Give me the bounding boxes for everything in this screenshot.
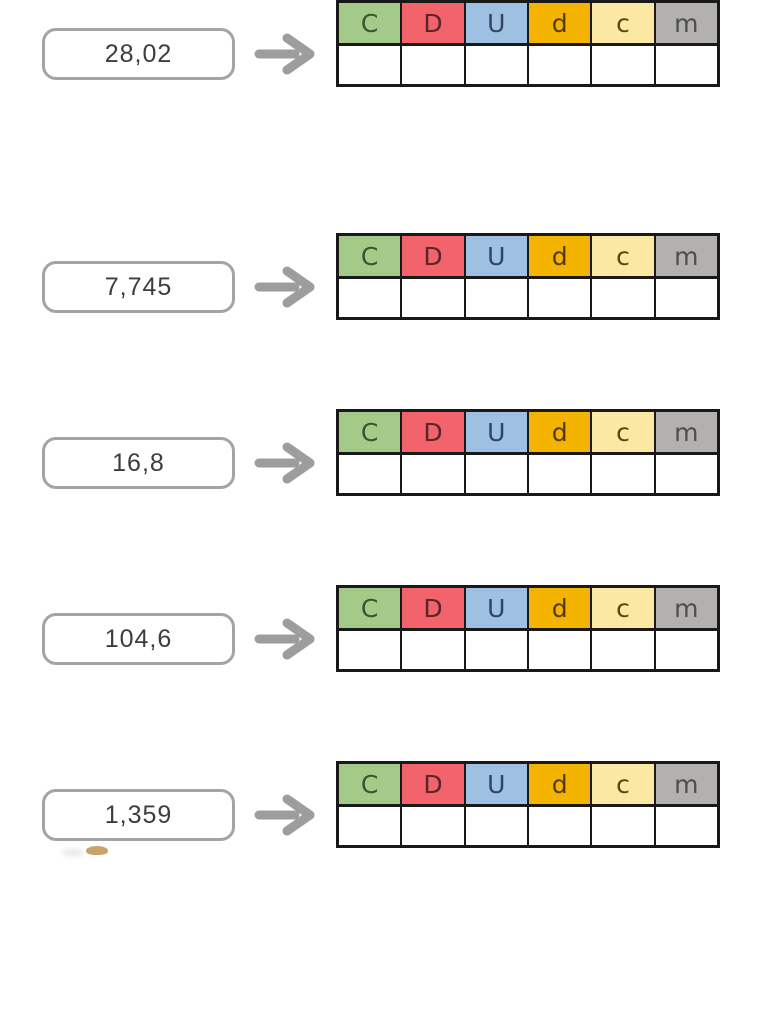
place-value-table: C D U d c m — [336, 761, 720, 848]
header-cell-d: d — [528, 588, 591, 628]
number-box: 104,6 — [42, 613, 235, 665]
header-cell-D: D — [402, 764, 464, 804]
header-cell-D: D — [402, 588, 464, 628]
arrow-right-icon — [254, 33, 315, 75]
header-cell-C: C — [339, 764, 401, 804]
header-cell-D: D — [402, 3, 464, 43]
header-cell-m: m — [655, 412, 717, 452]
answer-cell[interactable] — [402, 279, 464, 317]
answer-cell[interactable] — [528, 807, 591, 845]
answer-cell[interactable] — [402, 46, 464, 84]
exercise-row: 1,359 C D U d c m — [0, 761, 768, 851]
place-value-table: C D U d c m — [336, 0, 720, 87]
header-cell-c: c — [592, 3, 654, 43]
header-cell-m: m — [655, 236, 717, 276]
number-value: 7,745 — [104, 272, 173, 301]
number-value: 28,02 — [104, 39, 173, 68]
exercise-row: 7,745 C D U d c m — [0, 233, 768, 323]
answer-cell[interactable] — [655, 455, 717, 493]
header-cell-d: d — [528, 764, 591, 804]
answer-cell[interactable] — [592, 279, 654, 317]
header-cell-U: U — [465, 412, 527, 452]
answer-cell[interactable] — [528, 631, 591, 669]
answer-cell[interactable] — [402, 455, 464, 493]
answer-cell[interactable] — [339, 455, 401, 493]
number-box: 28,02 — [42, 28, 235, 80]
header-cell-D: D — [402, 236, 464, 276]
header-cell-c: c — [592, 588, 654, 628]
answer-cell[interactable] — [592, 631, 654, 669]
header-cell-U: U — [465, 236, 527, 276]
exercise-row: 104,6 C D U d c m — [0, 585, 768, 675]
place-value-table: C D U d c m — [336, 585, 720, 672]
header-cell-C: C — [339, 3, 401, 43]
answer-cell[interactable] — [592, 807, 654, 845]
answer-cell[interactable] — [465, 807, 527, 845]
answer-cell[interactable] — [339, 631, 401, 669]
answer-cell[interactable] — [465, 279, 527, 317]
header-cell-m: m — [655, 764, 717, 804]
answer-cell[interactable] — [339, 46, 401, 84]
header-cell-d: d — [528, 412, 591, 452]
number-box: 7,745 — [42, 261, 235, 313]
header-cell-c: c — [592, 764, 654, 804]
header-cell-d: d — [528, 3, 591, 43]
exercise-row: 16,8 C D U d c m — [0, 409, 768, 499]
answer-cell[interactable] — [655, 631, 717, 669]
header-cell-C: C — [339, 588, 401, 628]
arrow-right-icon — [254, 266, 315, 308]
header-cell-U: U — [465, 588, 527, 628]
scan-smudge — [86, 846, 108, 855]
header-cell-U: U — [465, 3, 527, 43]
place-value-table: C D U d c m — [336, 233, 720, 320]
number-box: 1,359 — [42, 789, 235, 841]
answer-cell[interactable] — [465, 455, 527, 493]
answer-cell[interactable] — [655, 279, 717, 317]
header-cell-m: m — [655, 588, 717, 628]
answer-cell[interactable] — [592, 455, 654, 493]
number-box: 16,8 — [42, 437, 235, 489]
place-value-table: C D U d c m — [336, 409, 720, 496]
answer-cell[interactable] — [402, 807, 464, 845]
header-cell-C: C — [339, 412, 401, 452]
answer-cell[interactable] — [465, 631, 527, 669]
answer-cell[interactable] — [528, 279, 591, 317]
number-value: 16,8 — [112, 448, 165, 477]
header-cell-D: D — [402, 412, 464, 452]
arrow-right-icon — [254, 618, 315, 660]
header-cell-m: m — [655, 3, 717, 43]
arrow-right-icon — [254, 442, 315, 484]
exercise-row: 28,02 C D U d c m — [0, 0, 768, 90]
header-cell-d: d — [528, 236, 591, 276]
arrow-right-icon — [254, 794, 315, 836]
header-cell-C: C — [339, 236, 401, 276]
answer-cell[interactable] — [655, 807, 717, 845]
number-value: 104,6 — [104, 624, 173, 653]
answer-cell[interactable] — [402, 631, 464, 669]
answer-cell[interactable] — [339, 279, 401, 317]
number-value: 1,359 — [104, 800, 173, 829]
answer-cell[interactable] — [339, 807, 401, 845]
header-cell-c: c — [592, 236, 654, 276]
answer-cell[interactable] — [655, 46, 717, 84]
answer-cell[interactable] — [592, 46, 654, 84]
header-cell-U: U — [465, 764, 527, 804]
answer-cell[interactable] — [528, 455, 591, 493]
header-cell-c: c — [592, 412, 654, 452]
answer-cell[interactable] — [465, 46, 527, 84]
answer-cell[interactable] — [528, 46, 591, 84]
